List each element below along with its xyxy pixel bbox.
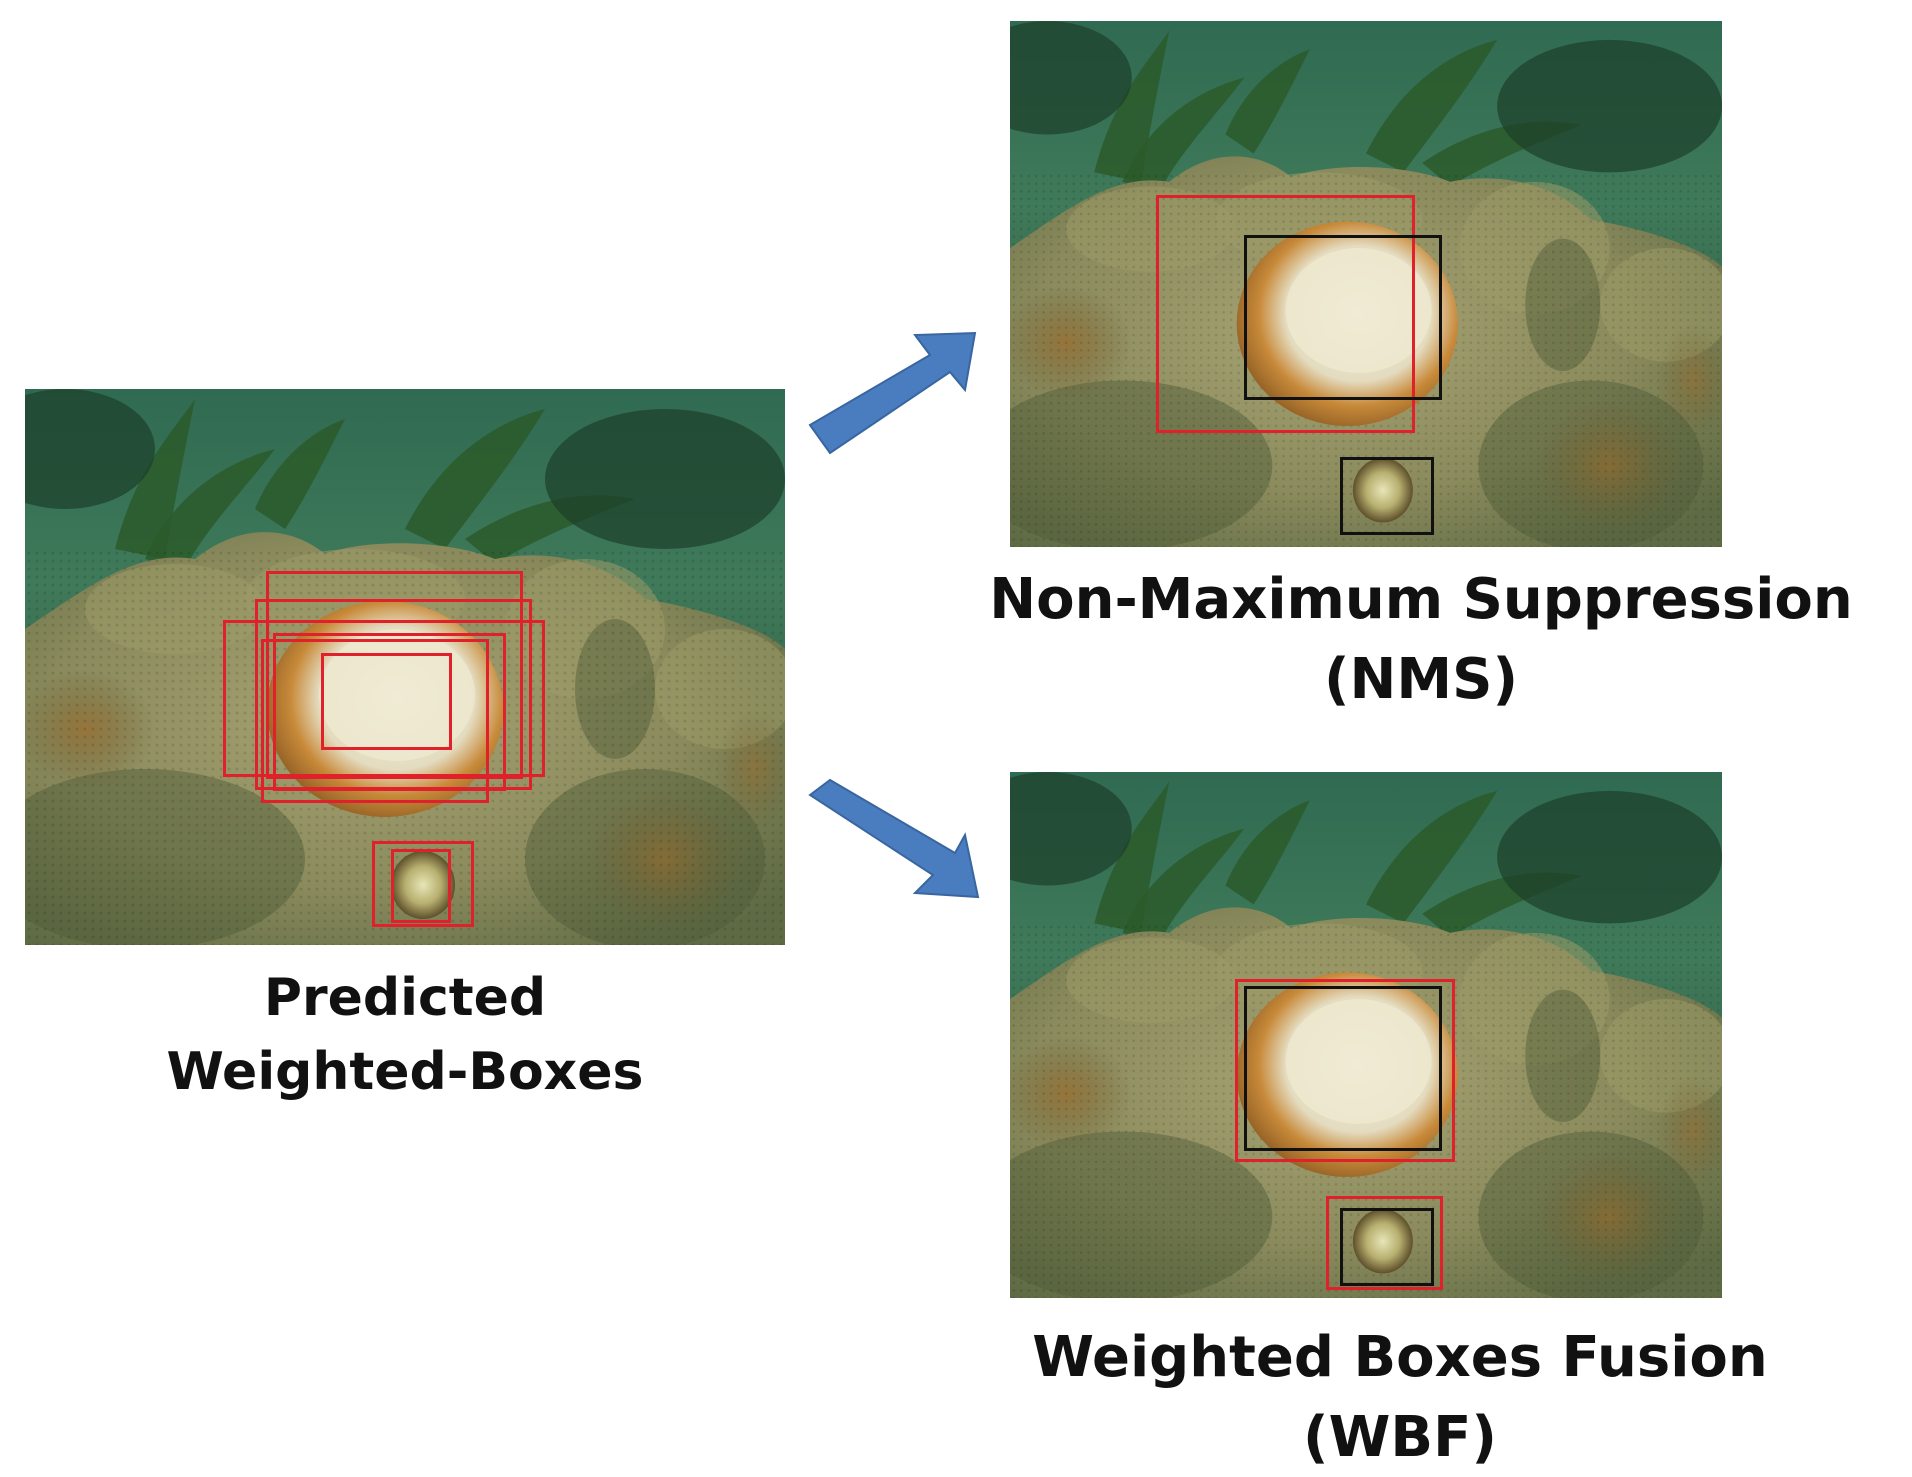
arrow-up-right-icon <box>808 331 977 455</box>
predicted-boxes-image <box>25 389 785 945</box>
nms-image <box>1010 21 1722 547</box>
wbf-reference-box <box>1340 1208 1434 1286</box>
caption-line: Weighted Boxes Fusion <box>1032 1325 1768 1390</box>
nms-caption: Non-Maximum Suppression (NMS) <box>930 560 1912 719</box>
predicted-boxes-caption: Predicted Weighted-Boxes <box>25 962 785 1110</box>
arrow-down-right-icon <box>808 778 980 899</box>
caption-line: Non-Maximum Suppression <box>989 567 1853 632</box>
caption-line: Predicted <box>263 968 547 1028</box>
wbf-fused-box <box>1235 979 1455 1162</box>
caption-line: (WBF) <box>1303 1404 1497 1470</box>
wbf-fused-box <box>1326 1196 1443 1290</box>
caption-line: Weighted-Boxes <box>166 1041 644 1102</box>
prediction-box <box>266 571 523 779</box>
prediction-box <box>321 653 452 750</box>
prediction-box <box>261 639 489 803</box>
wbf-reference-box <box>1244 986 1442 1151</box>
prediction-box <box>391 849 451 923</box>
wbf-caption: Weighted Boxes Fusion (WBF) <box>960 1318 1840 1477</box>
nms-suppressed-box <box>1156 195 1415 433</box>
prediction-box <box>372 841 474 927</box>
nms-selected-box <box>1340 457 1434 535</box>
wbf-image <box>1010 772 1722 1298</box>
prediction-box <box>273 633 506 791</box>
nms-selected-box <box>1244 235 1442 400</box>
caption-line: (NMS) <box>1323 646 1519 712</box>
prediction-box <box>223 620 545 777</box>
